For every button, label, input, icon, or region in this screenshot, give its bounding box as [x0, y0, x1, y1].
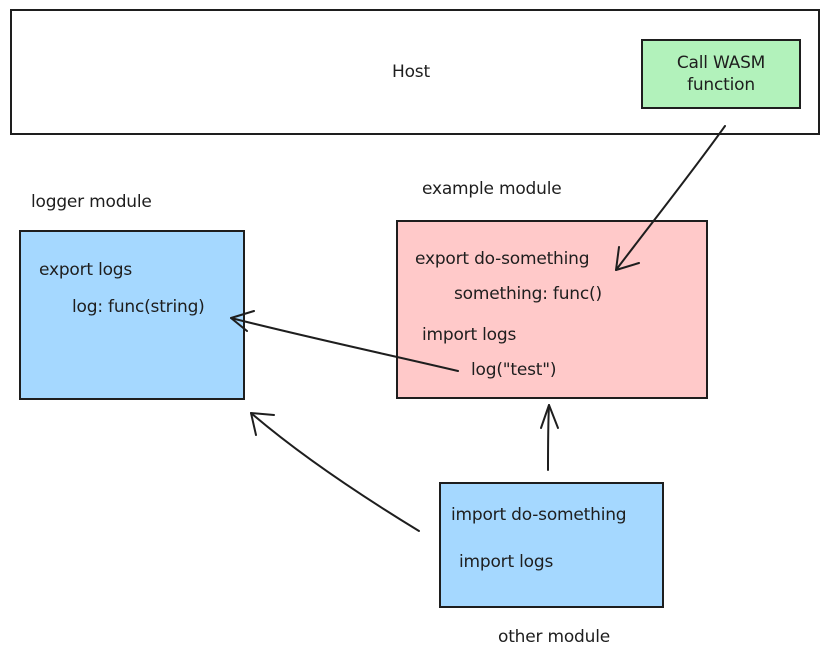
example-import-line: import logs [422, 325, 517, 345]
logger-func-line: log: func(string) [72, 297, 205, 317]
other-module-title: other module [498, 627, 611, 647]
other-import-line-2: import logs [459, 552, 554, 572]
example-export-line: export do-something [415, 249, 590, 269]
example-func-line: something: func() [454, 284, 602, 304]
example-module-title: example module [422, 179, 562, 199]
example-call-line: log("test") [471, 360, 557, 380]
arrow-other-to-logger [250, 412, 420, 532]
call-wasm-function-button[interactable]: Call WASM function [641, 39, 801, 109]
logger-module-title: logger module [31, 192, 152, 212]
arrowhead-other-to-example [540, 404, 559, 429]
host-label: Host [392, 62, 430, 82]
other-import-line-1: import do-something [451, 505, 627, 525]
other-module-box [439, 482, 664, 608]
arrow-other-to-example [547, 404, 550, 471]
logger-module-box [19, 230, 245, 400]
arrowhead-other-to-logger [250, 412, 275, 436]
call-wasm-function-label: Call WASM function [676, 53, 766, 95]
logger-export-line: export logs [39, 260, 133, 280]
